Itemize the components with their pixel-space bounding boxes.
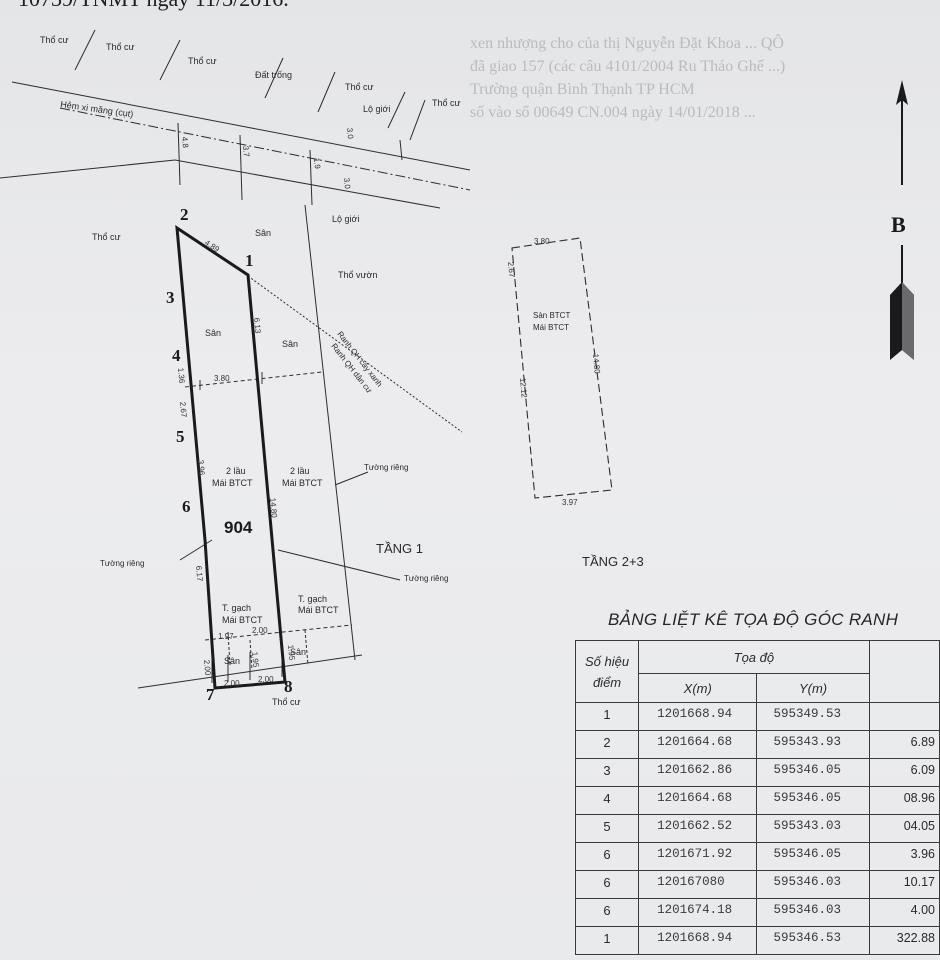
dim-f23-top: 3.80 xyxy=(534,237,550,246)
label-mai-btct: Mái BTCT xyxy=(212,478,253,488)
label-t-gach: T. gạch xyxy=(298,594,327,604)
dim-f23-bottom: 3.97 xyxy=(562,498,578,507)
dim-road: 1.9 xyxy=(312,157,322,169)
label-mai-btct: Mái BTCT xyxy=(298,605,339,615)
label-tuong-rieng: Tường riêng xyxy=(404,574,448,583)
label-san: Sân xyxy=(224,656,240,666)
label-lo-gioi: Lộ giới xyxy=(363,104,390,114)
col-point-header: Số hiệu điểm xyxy=(574,640,640,703)
dim-6-7: 6.17 xyxy=(194,565,204,582)
label-mai-btct: Mái BTCT xyxy=(533,323,569,332)
label-t-gach: T. gạch xyxy=(222,603,251,613)
label-tho-cu: Thổ cư xyxy=(345,82,374,92)
bleed-line: đã giao 157 (các câu 4101/2004 Ru Tháo G… xyxy=(470,58,786,75)
table-title: BẢNG LIỆT KÊ TỌA ĐỘ GÓC RANH xyxy=(608,610,899,629)
col-coord-header: Tọa độ xyxy=(638,640,870,674)
bleed-line: số vào sổ 00649 CN.004 ngày 14/01/2018 .… xyxy=(470,104,756,121)
dim-road: 3.0 xyxy=(342,177,352,189)
floor1-label: TẦNG 1 xyxy=(376,541,423,556)
label-hem: Hẻm xi măng (cụt) xyxy=(60,99,134,119)
dim-bottom-b: 2.00 xyxy=(258,675,274,684)
label-san: Sân xyxy=(255,228,271,238)
corner-point-8: 8 xyxy=(284,677,293,696)
dim-5-6: 3.96 xyxy=(196,459,206,476)
north-label: B xyxy=(891,212,906,237)
label-san: Sân xyxy=(282,339,298,349)
label-san: Sân xyxy=(290,647,306,657)
corner-point-1: 1 xyxy=(245,251,254,270)
dim-4-5: 2.67 xyxy=(178,401,188,418)
dim-long-side: 14.80 xyxy=(268,497,279,518)
dim-f23-left-b: 12.12 xyxy=(518,377,529,398)
dim-front-depth: 1.95 xyxy=(286,644,296,661)
dim-front-a: 1.97 xyxy=(218,632,234,641)
north-arrow-icon xyxy=(890,80,914,360)
label-tho-cu: Thổ cư xyxy=(432,98,461,108)
col-x-header: X(m) xyxy=(638,673,758,703)
col-extra-header xyxy=(868,640,940,703)
corner-point-4: 4 xyxy=(172,346,181,365)
label-lau: 2 lầu xyxy=(290,466,310,476)
dim-road: 4.8 xyxy=(180,136,190,148)
label-tuong-rieng: Tường riêng xyxy=(364,463,408,472)
label-tho-cu: Thổ cư xyxy=(106,42,135,52)
corner-point-6: 6 xyxy=(182,497,191,516)
label-dat-trong: Đất trống xyxy=(255,70,292,80)
dim-bottom-a: 2.00 xyxy=(224,679,240,688)
label-tho-cu: Thổ cư xyxy=(272,697,301,707)
dim-f23-left-a: 2.67 xyxy=(506,261,516,278)
label-san-btct: Sàn BTCT xyxy=(533,311,570,320)
dim-front-depth: 1.95 xyxy=(250,651,260,668)
bleed-through-text: xen nhượng cho của thị Nguyễn Đặt Khoa .… xyxy=(470,32,785,124)
corner-point-2: 2 xyxy=(180,205,189,224)
label-lo-gioi: Lộ giới xyxy=(332,214,359,224)
dim-road: 3.0 xyxy=(345,127,355,139)
floor23-label: TẦNG 2+3 xyxy=(582,554,644,569)
dim-road: 3.7 xyxy=(241,145,251,157)
corner-point-5: 5 xyxy=(176,427,185,446)
header-line: 10739/TNMT ngày 11/3/2016. xyxy=(18,0,289,12)
parcel-number: 904 xyxy=(224,518,253,537)
dim-3-4: 1.36 xyxy=(176,367,186,384)
label-mai-btct: Mái BTCT xyxy=(282,478,323,488)
dim-1-side: 6.13 xyxy=(252,317,262,334)
corner-point-7: 7 xyxy=(206,685,215,704)
label-tho-cu: Thổ cư xyxy=(188,56,217,66)
label-san: Sân xyxy=(205,328,221,338)
label-mai-btct: Mái BTCT xyxy=(222,615,263,625)
label-tho-cu: Thổ cư xyxy=(92,232,121,242)
dim-front-b: 2.00 xyxy=(252,626,268,635)
col-y-header: Y(m) xyxy=(756,673,870,703)
label-tho-vuon: Thổ vườn xyxy=(338,270,377,280)
corner-point-3: 3 xyxy=(166,288,175,307)
label-tuong-rieng: Tường riêng xyxy=(100,559,144,568)
bleed-line: Trường quận Bình Thạnh TP HCM xyxy=(470,81,695,98)
dim-front-depth: 2.00 xyxy=(202,659,212,676)
dim-width: 3.80 xyxy=(214,374,230,383)
bleed-line: xen nhượng cho của thị Nguyễn Đặt Khoa .… xyxy=(470,35,784,52)
label-lau: 2 lầu xyxy=(226,466,246,476)
dim-f23-right: 14.80 xyxy=(591,353,602,374)
label-tho-cu: Thổ cư xyxy=(40,35,69,45)
